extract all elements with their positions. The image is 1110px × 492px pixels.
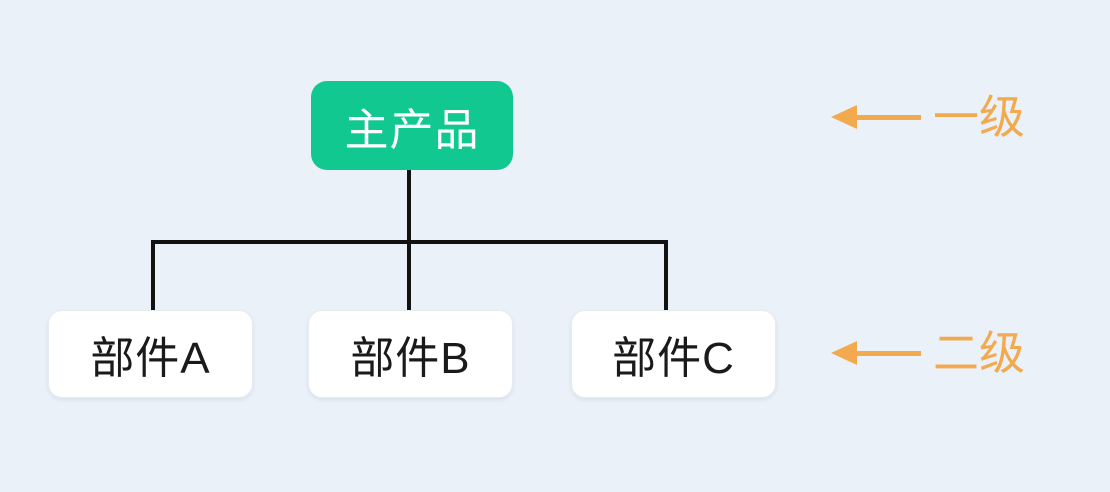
arrowhead-icon [831,105,857,129]
annotation-level-2: 二级 [831,325,1025,381]
node-root-topic[interactable]: 主产品 [311,81,513,170]
arrow-shaft [857,114,921,120]
level-2-label: 二级 [933,327,1025,379]
node-child-c[interactable]: 部件C [571,310,776,398]
node-child-a[interactable]: 部件A [48,310,253,398]
level-1-label: 一级 [933,91,1025,143]
left-arrow-icon [831,341,921,365]
left-arrow-icon [831,105,921,129]
connector-drop-child-c [664,240,668,310]
node-child-b[interactable]: 部件B [308,310,513,398]
connector-root-vertical [407,170,411,244]
arrowhead-icon [831,341,857,365]
connector-drop-child-a [151,240,155,310]
arrow-shaft [857,350,921,356]
connector-drop-child-b [407,240,411,311]
annotation-level-1: 一级 [831,89,1025,145]
